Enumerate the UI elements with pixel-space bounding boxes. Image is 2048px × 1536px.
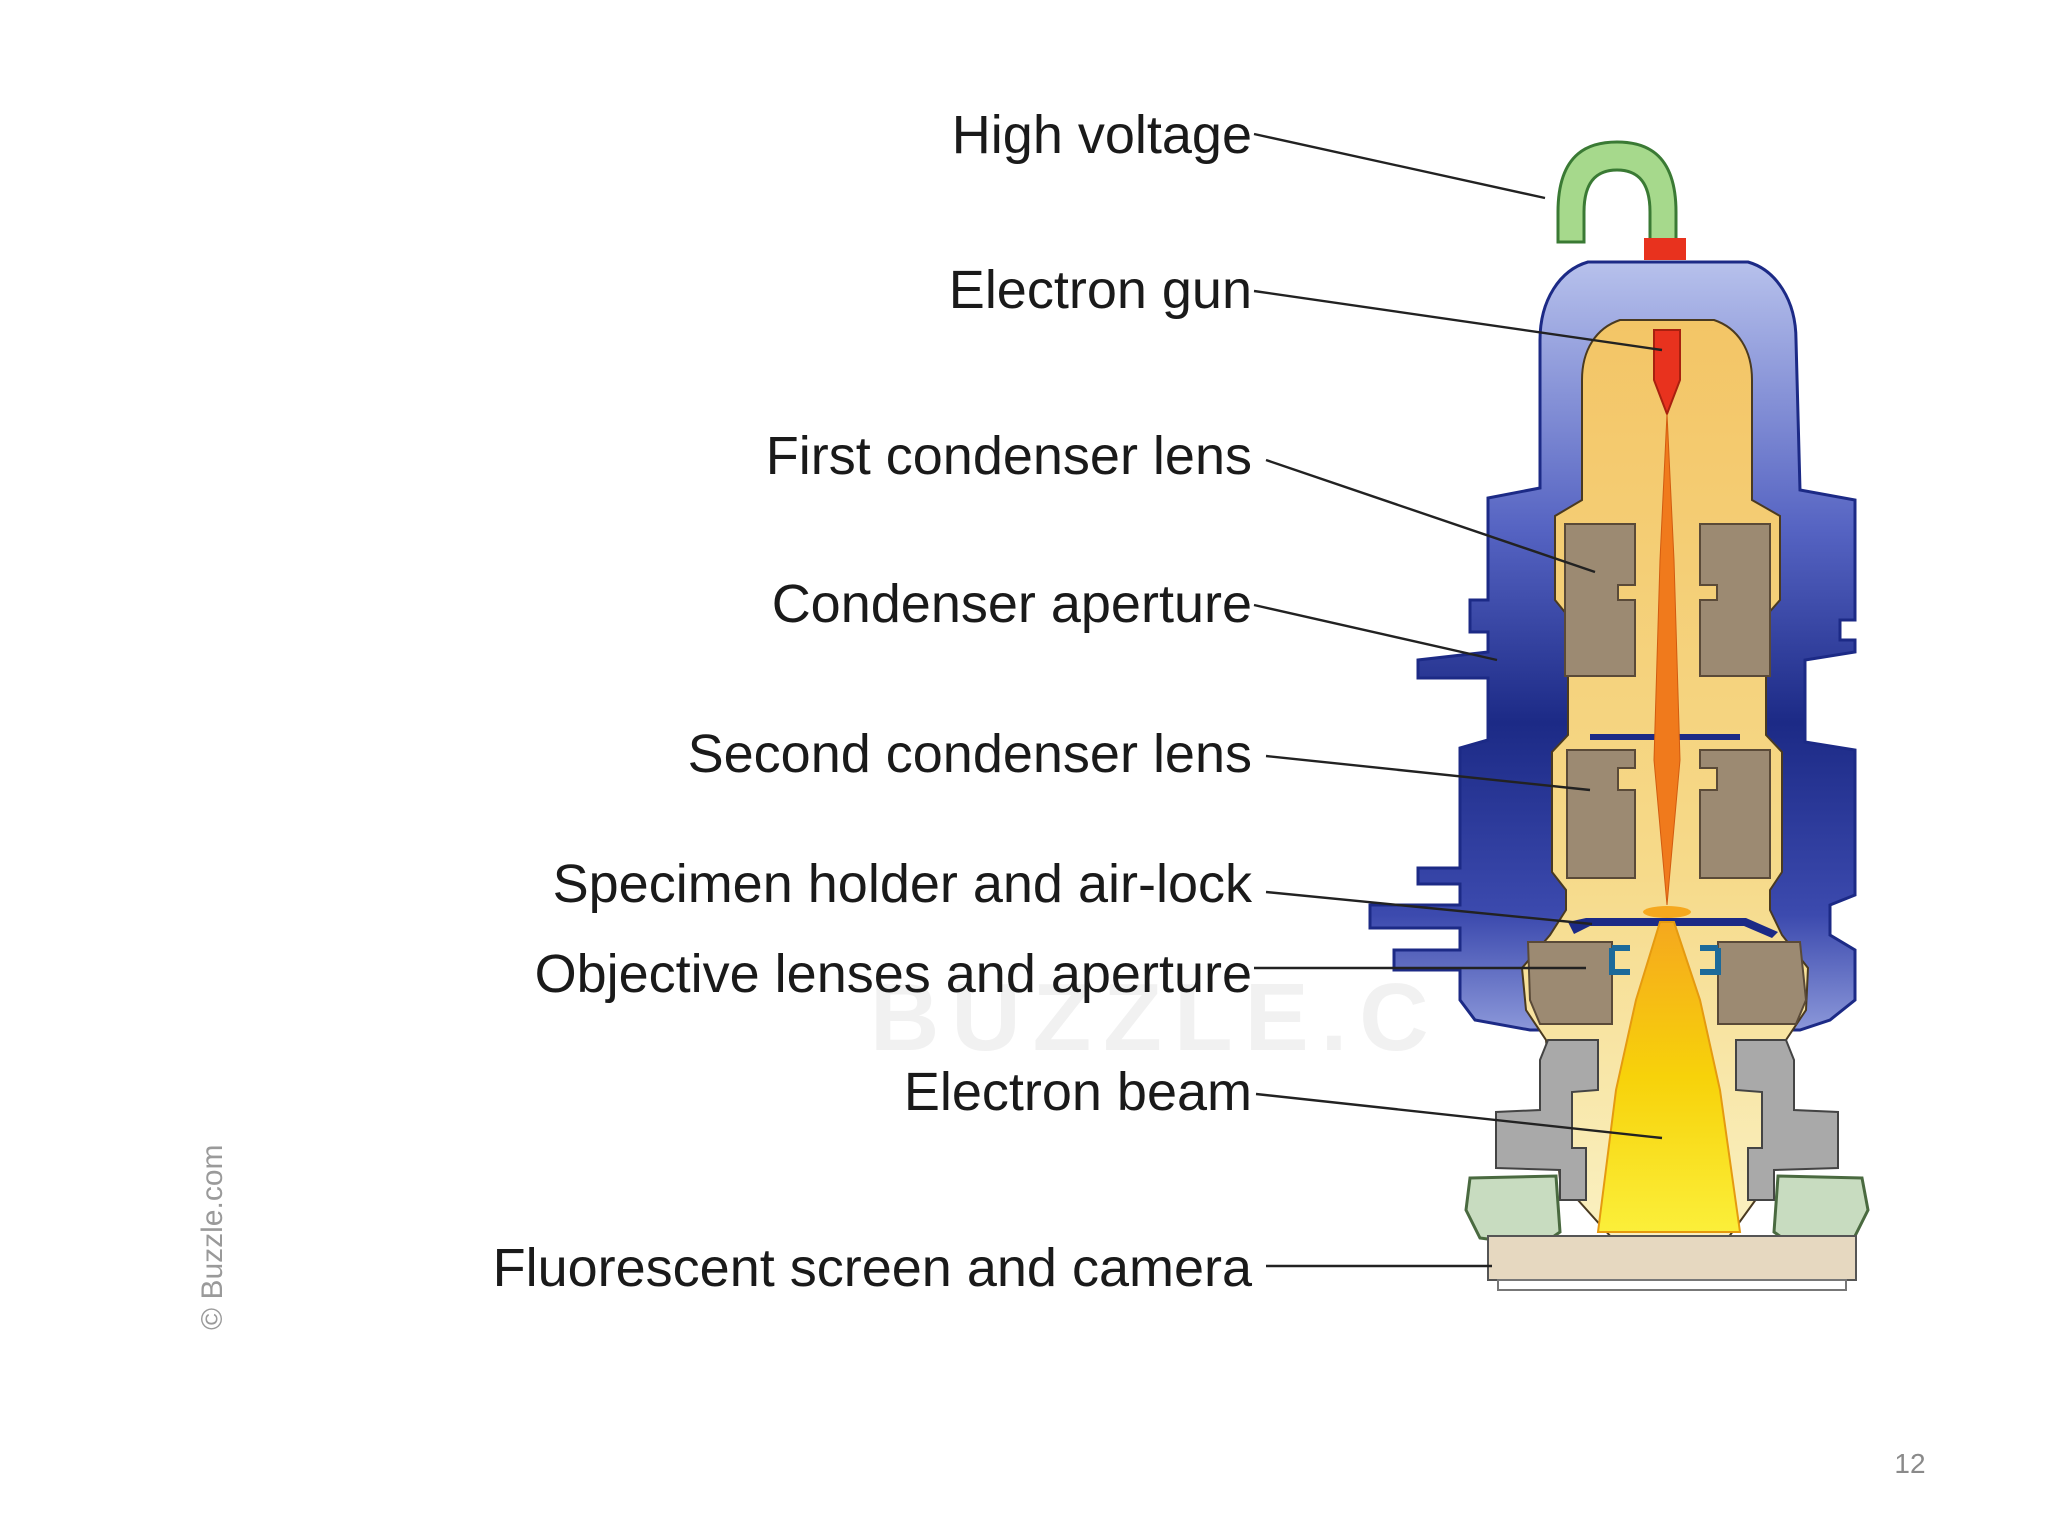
label-second-condenser-lens: Second condenser lens	[688, 724, 1252, 784]
lower-housing-right	[1735, 1039, 1839, 1201]
leader-electron-gun	[1253, 289, 1663, 352]
leader-specimen-holder	[1265, 890, 1593, 926]
specimen-holder	[1568, 918, 1778, 938]
label-high-voltage: High voltage	[952, 105, 1252, 165]
lower-housing-left	[1495, 1039, 1599, 1201]
second-condenser-lens-left	[1566, 749, 1636, 879]
second-condenser-lens-right	[1699, 749, 1771, 879]
label-specimen-holder: Specimen holder and air-lock	[553, 854, 1253, 914]
high-voltage-cable	[1556, 140, 1678, 244]
electron-gun	[1653, 329, 1681, 417]
label-electron-beam: Electron beam	[904, 1062, 1252, 1122]
objective-aperture	[1609, 945, 1721, 975]
camera-plate	[1497, 1279, 1847, 1291]
label-condenser-aperture: Condenser aperture	[772, 574, 1252, 634]
label-objective-lenses: Objective lenses and aperture	[535, 944, 1252, 1004]
leader-electron-beam	[1255, 1092, 1663, 1140]
electron-beam-upper	[1653, 413, 1681, 906]
leader-second-condenser-lens	[1265, 754, 1591, 792]
credit-text: © Buzzle.com	[196, 1145, 229, 1331]
high-voltage-connector	[1644, 238, 1686, 260]
fluorescent-screen-base	[1487, 1235, 1857, 1281]
electron-beam-cone	[1596, 921, 1742, 1233]
first-condenser-lens-right	[1699, 523, 1771, 677]
page-number: 12	[1894, 1448, 1926, 1479]
objective-lens-left	[1526, 941, 1613, 1025]
first-condenser-lens-left	[1564, 523, 1636, 677]
leader-first-condenser-lens	[1265, 458, 1596, 574]
label-first-condenser-lens: First condenser lens	[766, 426, 1252, 486]
beam-crossover	[1643, 906, 1691, 918]
objective-lens-right	[1717, 941, 1808, 1025]
leader-condenser-aperture	[1253, 603, 1498, 662]
leader-high-voltage	[1253, 132, 1546, 200]
label-fluorescent-screen: Fluorescent screen and camera	[493, 1238, 1253, 1298]
watermark-text: BUZZLE.C	[870, 964, 1441, 1071]
label-electron-gun: Electron gun	[949, 260, 1252, 320]
